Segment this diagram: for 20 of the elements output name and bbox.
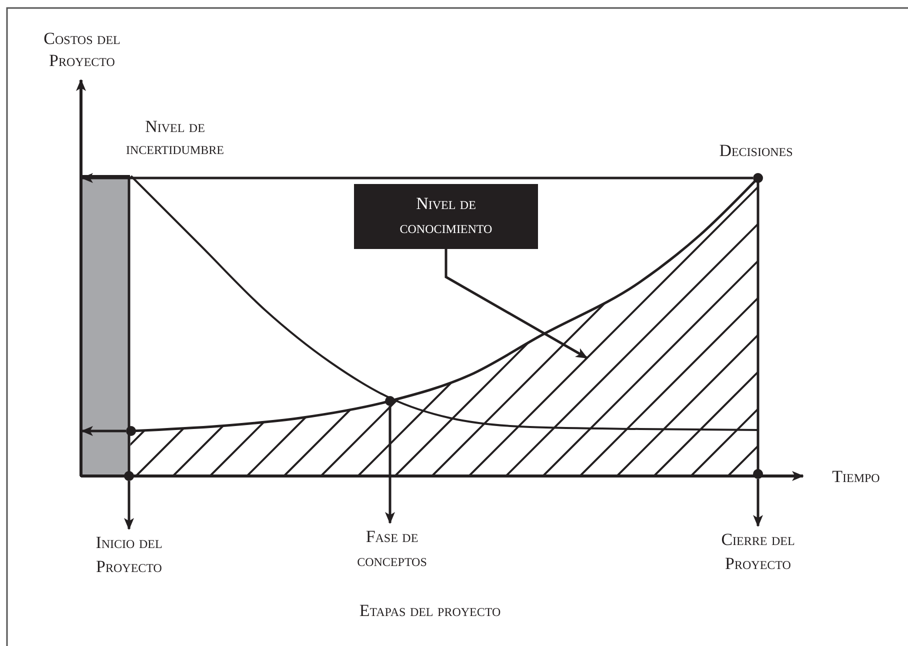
stage-label: Fase de conceptos — [337, 525, 447, 573]
axis-title: Costos del Proyecto — [42, 28, 122, 72]
leader-arrow — [444, 249, 588, 360]
stage-label: Inicio del Proyecto — [74, 531, 184, 579]
curve-label: Nivel de incertidumbre — [125, 116, 225, 160]
arrow — [753, 479, 763, 527]
point-marker — [124, 471, 134, 481]
arrow — [124, 481, 134, 530]
arrow — [385, 406, 395, 524]
callout-box: Nivel de conocimiento — [354, 184, 538, 249]
axis-title: Etapas del proyecto — [358, 600, 502, 622]
point-marker — [385, 396, 395, 406]
axis-title: Tiempo — [831, 466, 881, 488]
point-label: Decisiones — [718, 140, 794, 162]
point-marker — [126, 426, 136, 436]
stage-label: Cierre del Proyecto — [703, 528, 813, 576]
arrow — [81, 426, 126, 436]
arrow — [81, 173, 753, 183]
point-marker — [753, 173, 763, 183]
point-marker — [753, 469, 763, 479]
